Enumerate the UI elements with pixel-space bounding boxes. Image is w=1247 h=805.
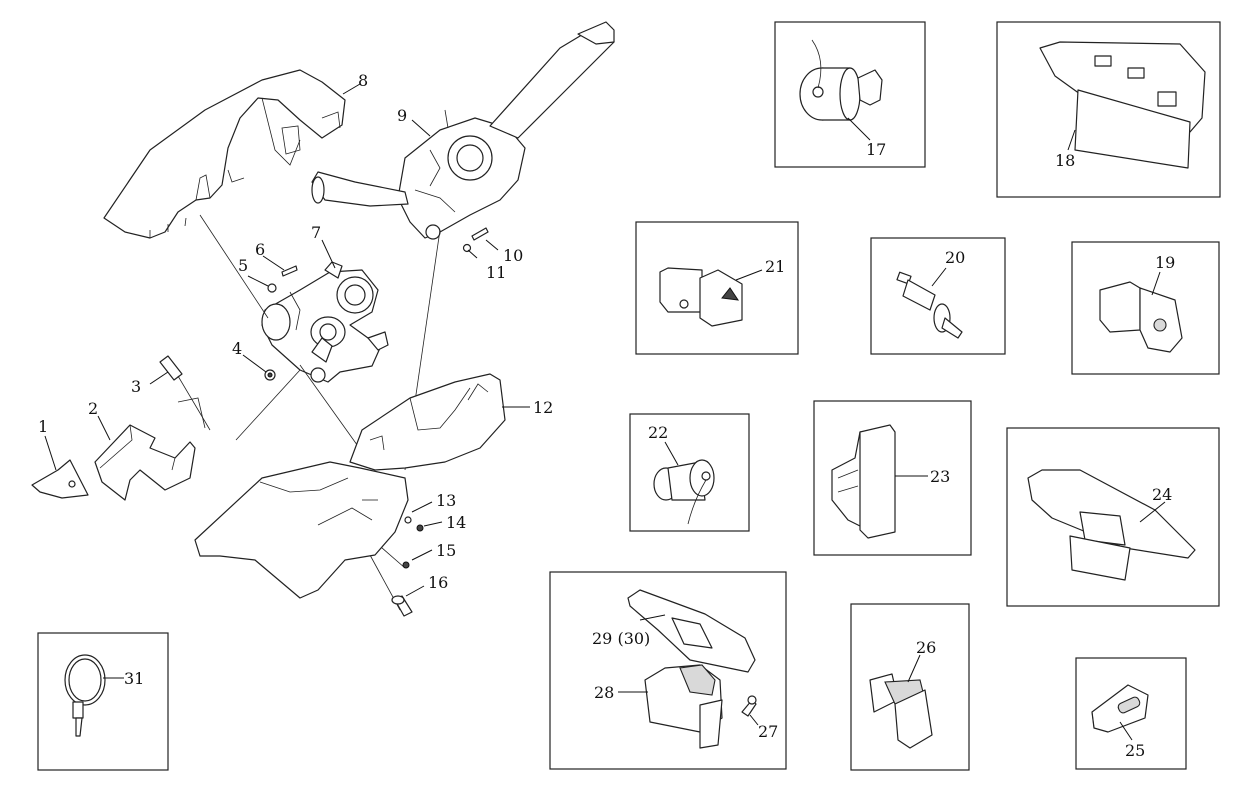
callout-15: 15 [436, 541, 456, 560]
callout-9: 9 [397, 106, 407, 125]
part-24-window-switch-bezel [1027, 469, 1196, 581]
part-1-plate [31, 459, 89, 499]
part-22-lighter-socket [653, 459, 715, 525]
callout-22: 22 [648, 423, 668, 442]
callout-2: 2 [88, 399, 98, 418]
callout-11: 11 [486, 263, 506, 282]
callout-27: 27 [758, 722, 778, 741]
part-21-hazard-switch [659, 267, 743, 327]
callout-29-30: 29 (30) [592, 629, 650, 648]
callout-3: 3 [131, 377, 141, 396]
part-28-switch-module [644, 664, 723, 749]
screws-lower [391, 516, 424, 617]
callout-18: 18 [1055, 151, 1075, 170]
part-23-blank-cover [831, 424, 896, 539]
callout-23: 23 [930, 467, 950, 486]
callout-21: 21 [765, 257, 785, 276]
callout-20: 20 [945, 248, 965, 267]
callout-24: 24 [1152, 485, 1172, 504]
part-12-shroud-segment [349, 373, 506, 471]
callout-12: 12 [533, 398, 553, 417]
callout-6: 6 [255, 240, 265, 259]
part-9-combination-switch [311, 21, 615, 240]
part-31-ring-connector [64, 654, 106, 737]
callout-13: 13 [436, 491, 456, 510]
callout-25: 25 [1125, 741, 1145, 760]
callout-19: 19 [1155, 253, 1175, 272]
part-25-switch [1091, 684, 1149, 733]
part-2-bracket [94, 397, 206, 501]
callout-8: 8 [358, 71, 368, 90]
callout-1: 1 [38, 417, 48, 436]
callout-31: 31 [124, 669, 144, 688]
lower-column-shroud [194, 461, 409, 599]
part-20-brake-switch [896, 271, 963, 339]
part-3-bolt [159, 355, 211, 431]
part-26-switch [869, 673, 933, 749]
callout-4: 4 [232, 339, 242, 358]
part-27-screw [741, 695, 757, 717]
part-19-fog-switch [1099, 281, 1183, 353]
part-8-upper-shroud [103, 69, 346, 239]
callout-10: 10 [503, 246, 523, 265]
fasteners-upper [264, 227, 489, 381]
part-17-sensor [799, 39, 883, 121]
callout-14: 14 [446, 513, 466, 532]
callout-5: 5 [238, 256, 248, 275]
callout-16: 16 [428, 573, 448, 592]
callout-17: 17 [866, 140, 886, 159]
callout-labels: 1 2 3 4 5 6 7 8 9 10 11 12 13 14 15 16 1… [38, 71, 1175, 760]
callout-26: 26 [916, 638, 936, 657]
callout-28: 28 [594, 683, 614, 702]
callout-7: 7 [311, 223, 321, 242]
part-18-window-switch-panel [1039, 41, 1206, 169]
part-7-ignition-lock [261, 261, 389, 383]
part-29-30-door-bezel [627, 589, 756, 673]
